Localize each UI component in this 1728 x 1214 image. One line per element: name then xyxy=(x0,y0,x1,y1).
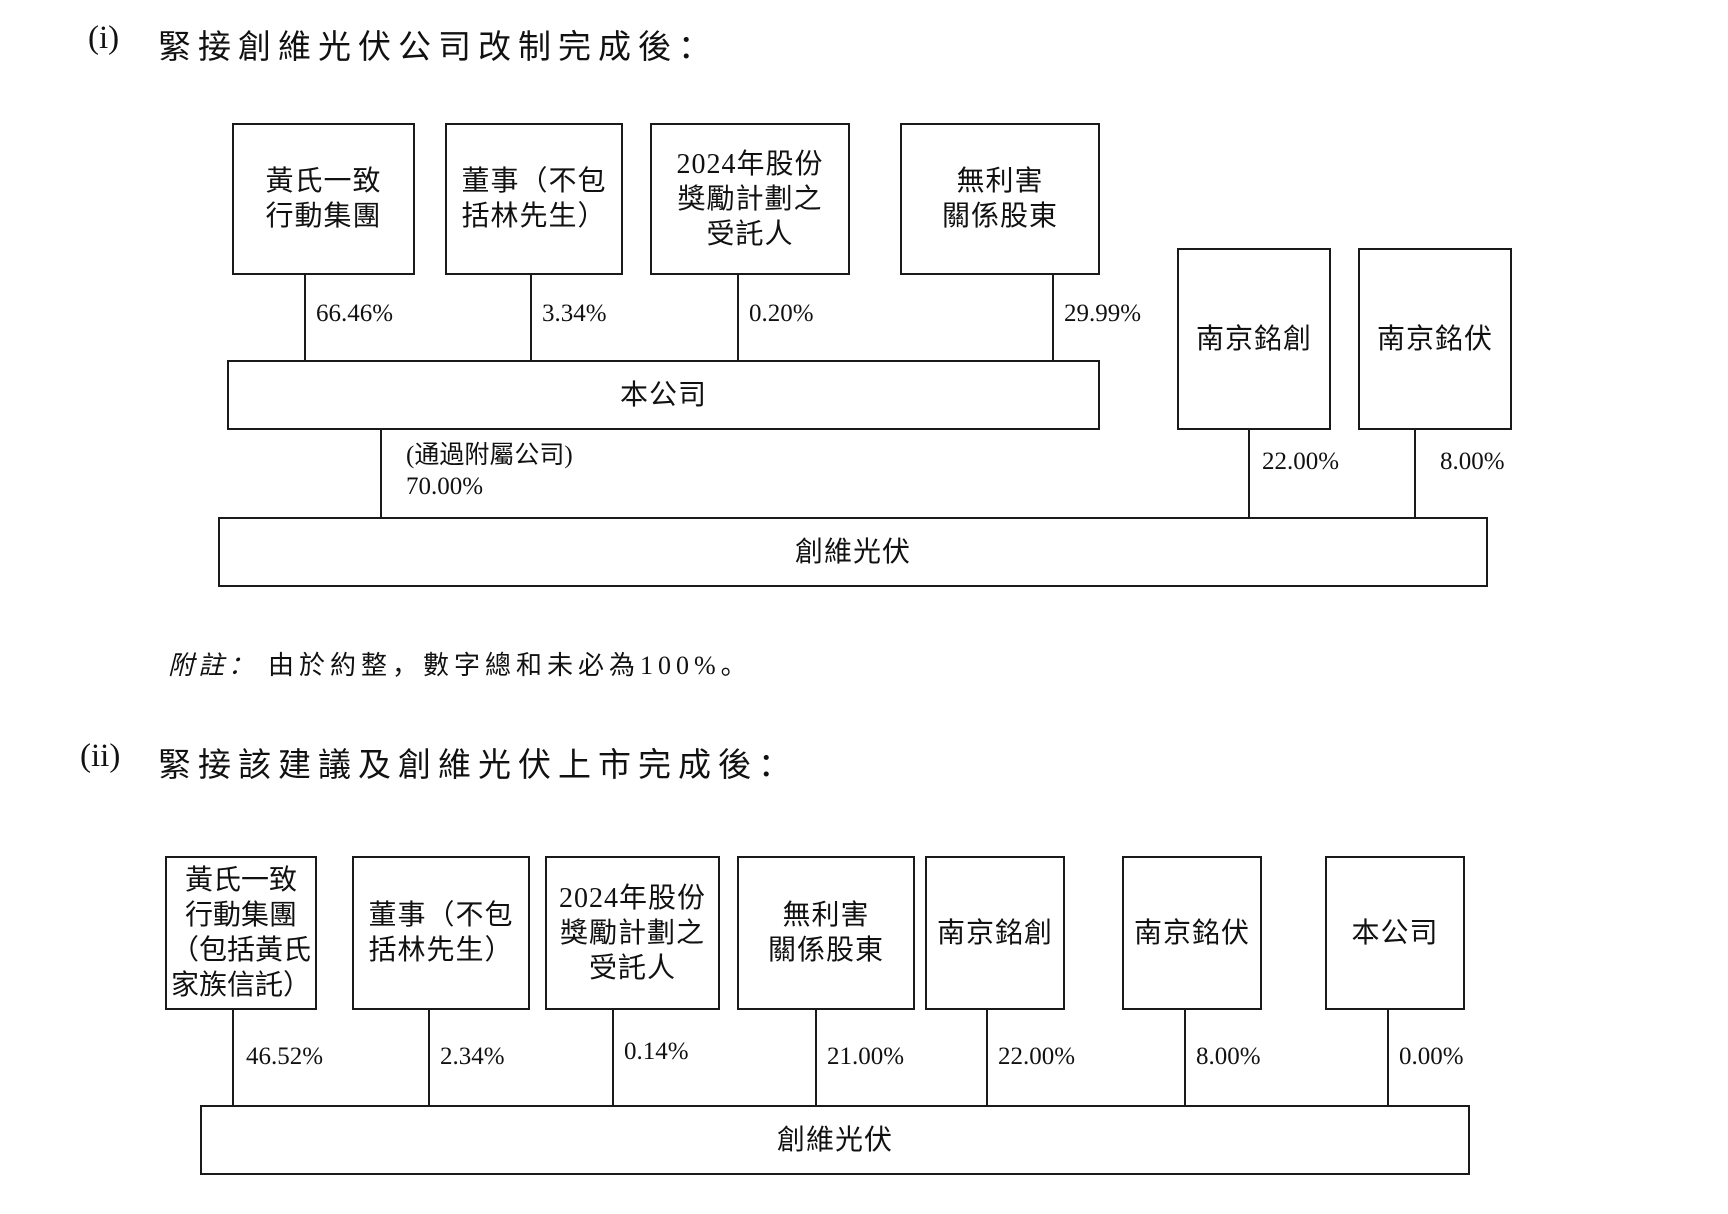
shareholder-box: 黃氏一致 行動集團 xyxy=(232,123,415,275)
percentage-label: 29.99% xyxy=(1064,300,1142,327)
percentage-label: 2.34% xyxy=(440,1043,505,1070)
section-i-marker: (i) xyxy=(88,20,120,56)
shareholder-box: 無利害 關係股東 xyxy=(737,856,915,1010)
shareholder-box: 本公司 xyxy=(1325,856,1465,1010)
percentage-label: 0.00% xyxy=(1399,1043,1464,1070)
connector-line xyxy=(815,1010,817,1105)
target-company-box: 創維光伏 xyxy=(218,517,1488,587)
connector-line xyxy=(1184,1010,1186,1105)
note-text: 由於約整，數字總和未必為100%。 xyxy=(268,651,752,680)
percentage-label: 0.14% xyxy=(624,1038,689,1065)
percentage-label: 8.00% xyxy=(1196,1043,1261,1070)
side-shareholder-box: 南京銘創 xyxy=(1177,248,1331,430)
shareholder-box: 董事（不包 括林先生） xyxy=(352,856,530,1010)
target-company-box: 創維光伏 xyxy=(200,1105,1470,1175)
company-box: 本公司 xyxy=(227,360,1100,430)
percentage-label: 21.00% xyxy=(827,1043,905,1070)
shareholder-box: 無利害 關係股東 xyxy=(900,123,1100,275)
percentage-label: 66.46% xyxy=(316,300,394,327)
shareholder-box: 2024年股份 獎勵計劃之 受託人 xyxy=(650,123,850,275)
shareholder-box: 董事（不包 括林先生） xyxy=(445,123,623,275)
connector-line xyxy=(986,1010,988,1105)
percentage-label: 22.00% xyxy=(998,1043,1076,1070)
side-shareholder-box: 南京銘伏 xyxy=(1358,248,1512,430)
percentage-label: 8.00% xyxy=(1440,448,1505,475)
holding-percentage: 70.00% xyxy=(406,473,484,501)
shareholder-box: 南京銘創 xyxy=(925,856,1065,1010)
section-ii-marker: (ii) xyxy=(80,738,121,774)
percentage-label: 0.20% xyxy=(749,300,814,327)
connector-line xyxy=(1387,1010,1389,1105)
connector-line xyxy=(1414,430,1416,517)
percentage-label: 46.52% xyxy=(246,1043,324,1070)
connector-line xyxy=(612,1010,614,1105)
shareholder-box: 南京銘伏 xyxy=(1122,856,1262,1010)
percentage-label: 3.34% xyxy=(542,300,607,327)
connector-line xyxy=(737,275,739,360)
connector-line xyxy=(304,275,306,360)
connector-line xyxy=(232,1010,234,1105)
holding-note-text: (通過附屬公司) xyxy=(406,442,573,469)
connector-line xyxy=(380,429,382,517)
section-i-heading: 緊接創維光伏公司改制完成後： xyxy=(158,30,718,66)
connector-line xyxy=(1248,430,1250,517)
shareholder-box: 2024年股份 獎勵計劃之 受託人 xyxy=(545,856,720,1010)
connector-line xyxy=(530,275,532,360)
shareholder-box: 黃氏一致 行動集團 （包括黃氏 家族信託） xyxy=(165,856,317,1010)
connector-line xyxy=(428,1010,430,1105)
note-label: 附註： xyxy=(168,651,259,680)
connector-line xyxy=(1052,275,1054,360)
percentage-label: 22.00% xyxy=(1262,448,1340,475)
section-ii-heading: 緊接該建議及創維光伏上市完成後： xyxy=(158,748,798,784)
holding-note: (通過附屬公司) 70.00% xyxy=(406,440,573,503)
